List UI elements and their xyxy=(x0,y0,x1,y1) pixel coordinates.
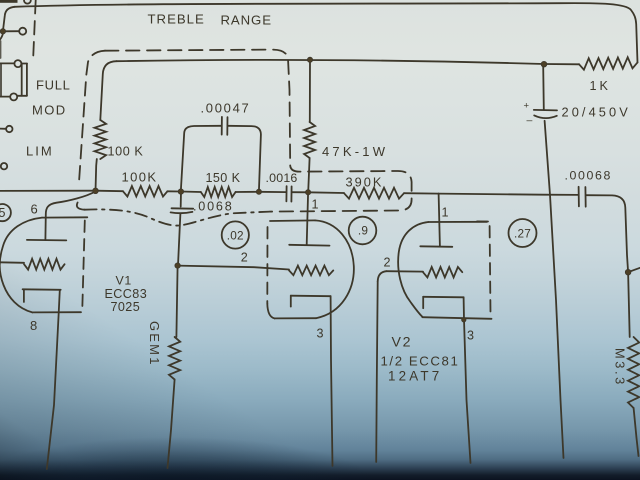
svg-text:GEM1: GEM1 xyxy=(147,321,162,367)
svg-text:.0016: .0016 xyxy=(266,171,298,185)
svg-text:V1: V1 xyxy=(116,274,132,288)
svg-text:20/450V: 20/450V xyxy=(562,105,631,120)
svg-text:.0068: .0068 xyxy=(193,200,234,214)
svg-text:1: 1 xyxy=(442,206,450,220)
svg-text:FULL: FULL xyxy=(36,78,71,93)
svg-text:LIM: LIM xyxy=(26,144,54,159)
svg-text:1K: 1K xyxy=(590,79,611,93)
svg-text:RANGE: RANGE xyxy=(221,13,272,28)
svg-text:MOD: MOD xyxy=(32,103,67,118)
svg-text:3: 3 xyxy=(317,327,325,341)
svg-text:8: 8 xyxy=(30,318,38,333)
svg-text:12AT7: 12AT7 xyxy=(388,369,442,384)
svg-text:TREBLE: TREBLE xyxy=(148,12,205,27)
svg-text:3: 3 xyxy=(467,329,475,343)
svg-text:.02: .02 xyxy=(227,229,244,243)
svg-text:100K: 100K xyxy=(122,170,158,185)
svg-text:390K: 390K xyxy=(346,175,384,190)
svg-text:5: 5 xyxy=(0,206,6,220)
svg-text:7025: 7025 xyxy=(111,300,141,314)
svg-text:ECC83: ECC83 xyxy=(105,287,148,301)
svg-text:100 K: 100 K xyxy=(108,145,144,159)
svg-text:.27: .27 xyxy=(514,227,531,241)
svg-text:1: 1 xyxy=(312,198,320,212)
svg-text:M3.3: M3.3 xyxy=(613,348,628,387)
svg-text:.9: .9 xyxy=(358,224,368,238)
svg-text:150 K: 150 K xyxy=(206,171,241,185)
svg-text:2: 2 xyxy=(384,256,392,270)
svg-text:.00047: .00047 xyxy=(201,101,251,116)
svg-text:1/2 ECC81: 1/2 ECC81 xyxy=(381,354,460,369)
svg-text:–: – xyxy=(527,115,533,127)
svg-text:6: 6 xyxy=(31,202,39,217)
svg-text:.00068: .00068 xyxy=(565,169,613,183)
svg-text:2: 2 xyxy=(241,251,249,265)
svg-text:47K-1W: 47K-1W xyxy=(322,144,388,159)
svg-text:+: + xyxy=(524,101,530,112)
svg-text:V2: V2 xyxy=(392,335,413,351)
